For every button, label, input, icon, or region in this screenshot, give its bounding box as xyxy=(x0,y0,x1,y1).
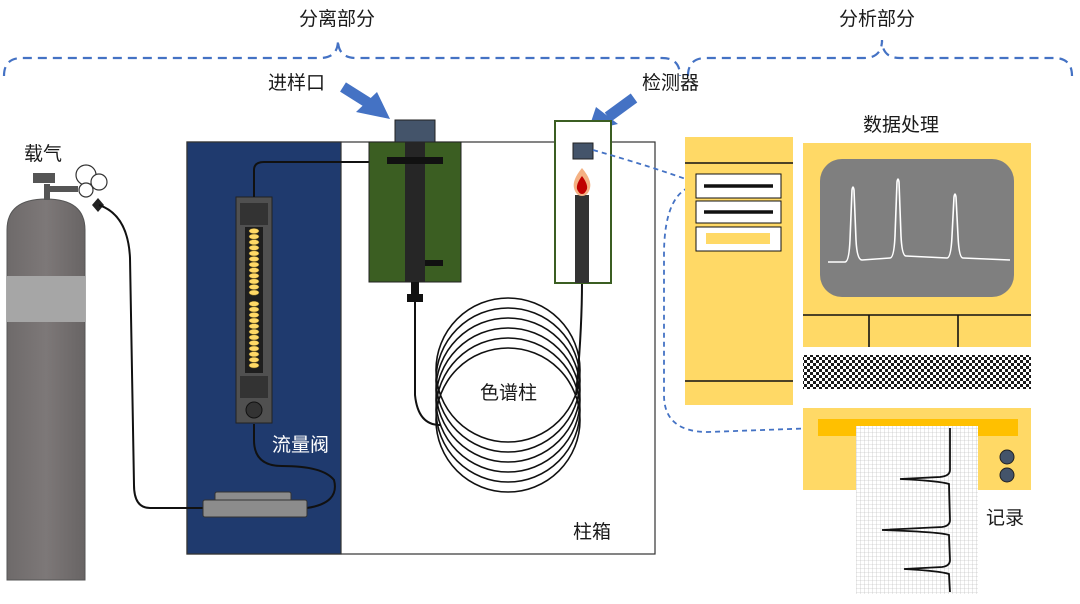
separation-bracket xyxy=(2,39,682,77)
flowmeter-bead xyxy=(248,244,260,251)
flowmeter-bead xyxy=(248,267,260,274)
flowmeter-bead xyxy=(248,356,260,363)
gas-cylinder xyxy=(6,164,108,581)
flowmeter-bead xyxy=(248,345,260,352)
recorder xyxy=(803,408,1031,594)
flowmeter-bead xyxy=(248,306,260,313)
oven-label: 柱箱 xyxy=(573,521,612,543)
flowmeter-bead xyxy=(248,261,260,268)
flow-valve-label: 流量阀 xyxy=(272,434,330,456)
recorder-trace xyxy=(881,428,951,593)
flowmeter-beads xyxy=(248,228,260,369)
flowmeter-bead xyxy=(248,289,260,296)
flowmeter-bead xyxy=(248,362,260,369)
flowmeter-bead xyxy=(248,323,260,330)
flowmeter-bead xyxy=(248,256,260,262)
flowmeter-bead xyxy=(248,278,260,285)
injector xyxy=(368,119,462,302)
column-inlet xyxy=(414,302,441,426)
processing-unit xyxy=(685,137,793,405)
detector-label: 检测器 xyxy=(642,72,700,94)
flowmeter-bead xyxy=(248,328,260,335)
data-processing-label: 数据处理 xyxy=(863,114,940,136)
recorder-label: 记录 xyxy=(986,507,1025,529)
injector-label: 进样口 xyxy=(268,72,326,94)
flowmeter-bead xyxy=(248,284,260,290)
keyboard xyxy=(803,355,1031,389)
flowmeter-bead xyxy=(248,250,260,257)
flowmeter-bead xyxy=(248,233,260,240)
flowmeter-bead xyxy=(248,334,260,341)
monitor xyxy=(803,143,1031,347)
flowmeter-bead xyxy=(248,340,260,346)
gas-line-supply xyxy=(98,204,203,509)
flowmeter-bead xyxy=(248,317,260,324)
injector-arrow xyxy=(340,82,390,119)
flowmeter-bead xyxy=(248,300,260,307)
flow-valve-base xyxy=(202,491,308,518)
signal-line-recorder xyxy=(663,184,819,433)
flowmeter-bead xyxy=(248,228,260,234)
separation-section-label: 分离部分 xyxy=(299,8,376,30)
gas-line-to-injector xyxy=(253,161,387,197)
flowmeter-bead xyxy=(248,272,260,279)
flowmeter-bead xyxy=(248,239,260,246)
analysis-section-label: 分析部分 xyxy=(839,8,916,30)
analysis-bracket xyxy=(686,39,1074,77)
column-coil xyxy=(435,297,581,493)
flowmeter xyxy=(235,196,273,424)
signal-line-detector xyxy=(592,149,698,184)
flowmeter-bead xyxy=(248,351,260,358)
column-outlet xyxy=(575,281,583,396)
carrier-gas-label: 载气 xyxy=(24,143,63,165)
monitor-chromatogram xyxy=(828,178,1011,263)
flowmeter-bead xyxy=(248,312,260,318)
column-label: 色谱柱 xyxy=(480,382,538,404)
gas-line-return xyxy=(253,424,336,509)
detector xyxy=(554,120,612,284)
